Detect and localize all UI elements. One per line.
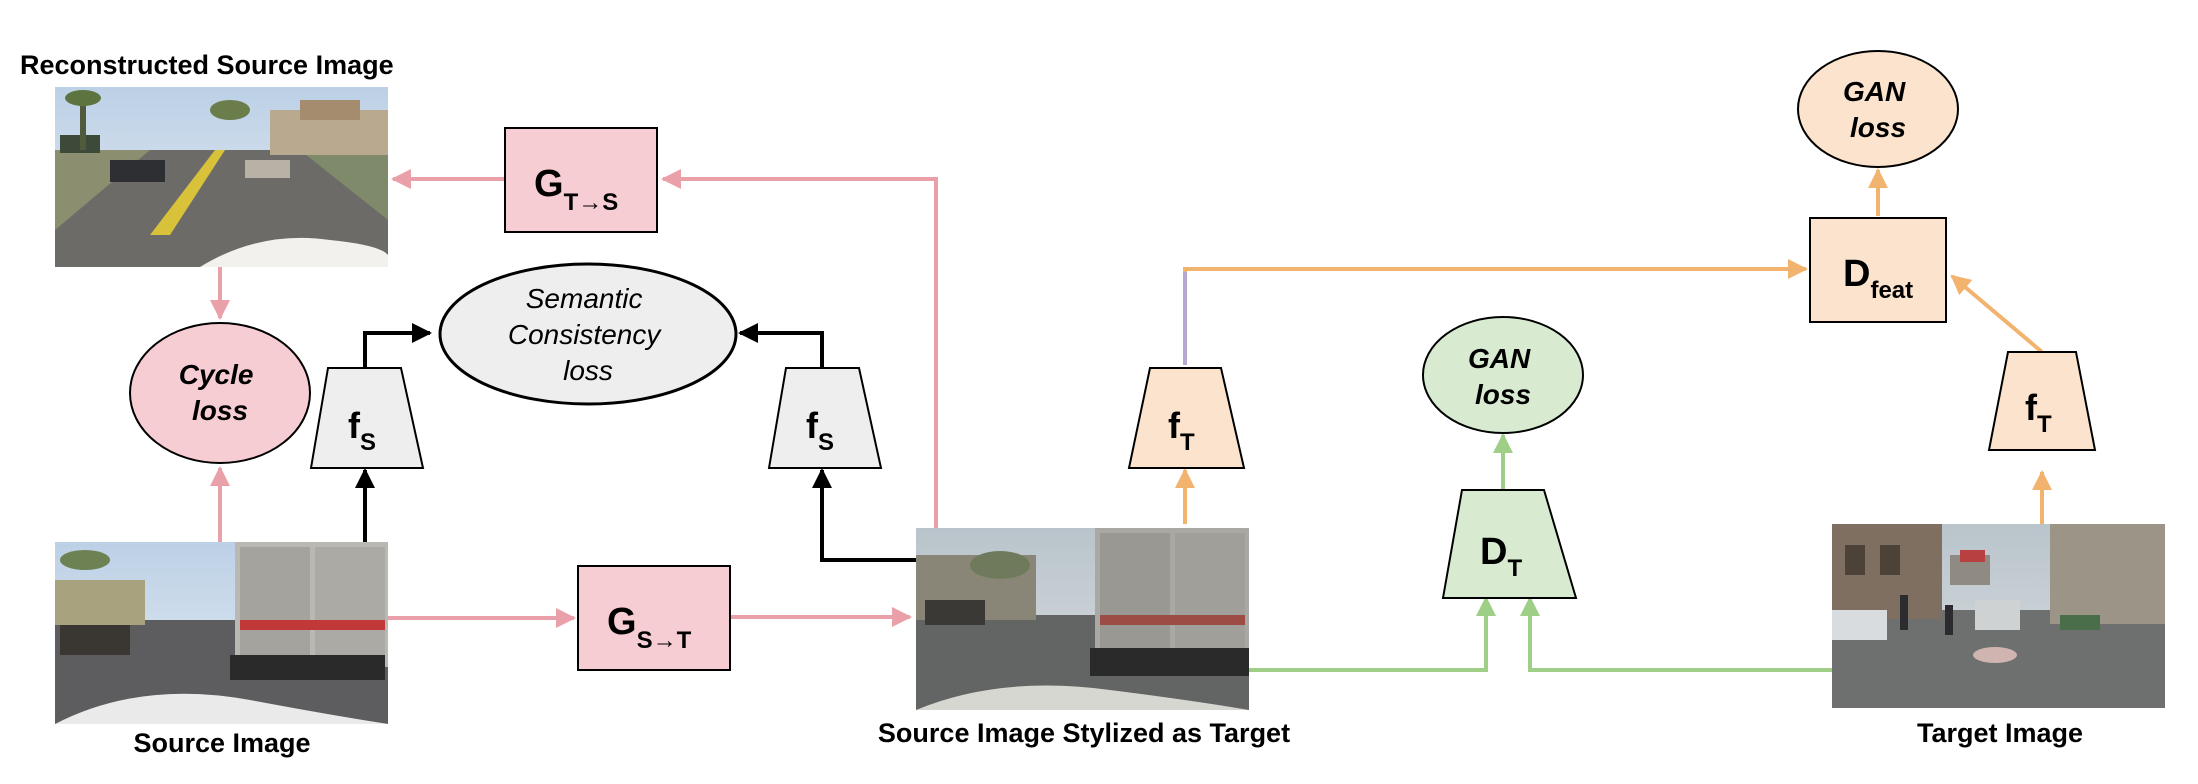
svg-text:GS→T: GS→T (607, 601, 692, 654)
ft-right-main: f (2025, 387, 2038, 428)
svg-text:GAN loss: GAN loss (1843, 76, 1913, 143)
ft-mid-main: f (1168, 405, 1181, 446)
ft-mid-sub: T (1180, 429, 1195, 456)
gan-feat-line1: GAN (1843, 76, 1906, 107)
caption-source: Source Image (133, 728, 310, 758)
svg-text:GT→S: GT→S (534, 163, 618, 216)
arrow-stylized-to-gts (661, 169, 938, 528)
g-ts-sub: T→S (564, 189, 619, 216)
caption-target: Target Image (1917, 718, 2083, 748)
caption-stylized: Source Image Stylized as Target (878, 718, 1290, 748)
semantic-line1: Semantic (526, 283, 643, 314)
d-feat-sub: feat (1870, 277, 1913, 304)
fs-right-main: f (806, 405, 819, 446)
semantic-line2: Consistency (508, 319, 663, 350)
encoder-f-t-right: fT (1987, 351, 2097, 451)
discriminator-d-feat: Dfeat (1809, 217, 1947, 323)
source-image (55, 542, 388, 724)
reconstructed-source-image (55, 87, 388, 267)
gan-pixel-line1: GAN (1468, 343, 1531, 374)
svg-text:fS: fS (806, 405, 834, 456)
cycle-loss-line1: Cycle (179, 359, 254, 390)
ft-right-sub: T (2037, 411, 2052, 438)
svg-text:fT: fT (2025, 387, 2052, 438)
semantic-line3: loss (563, 355, 613, 386)
d-t-sub: T (1507, 555, 1522, 582)
svg-text:Semantic Consistency: Semantic Consistency loss (508, 283, 668, 386)
generator-g-t-to-s: GT→S (504, 127, 658, 233)
svg-text:GAN loss: GAN loss (1468, 343, 1538, 410)
svg-text:DT: DT (1480, 531, 1522, 582)
caption-reconstructed: Reconstructed Source Image (20, 50, 394, 80)
fs-right-sub: S (818, 429, 834, 456)
gan-feat-line2: loss (1850, 112, 1906, 143)
fs-left-main: f (348, 405, 361, 446)
arrow-ft2-to-dfeat (1950, 274, 2044, 354)
arrow-target-to-dt (1520, 596, 1832, 672)
arrow-fs-to-semantic (363, 323, 432, 370)
generator-g-s-to-t: GS→T (577, 565, 731, 671)
arrow-stylized-to-fs (812, 468, 916, 562)
arrow-fs2-to-semantic (738, 323, 824, 370)
discriminator-d-t: DT (1441, 489, 1578, 599)
encoder-f-s-right: fS (767, 367, 883, 469)
svg-text:Dfeat: Dfeat (1843, 253, 1913, 304)
arrow-stylized-to-dt (1249, 596, 1496, 672)
d-t-main: D (1480, 531, 1507, 573)
encoder-f-s-left: fS (309, 367, 425, 469)
gan-pixel-line2: loss (1475, 379, 1531, 410)
stylized-image (916, 528, 1249, 710)
svg-text:fT: fT (1168, 405, 1195, 456)
gan-loss-pixel: GAN loss (1422, 316, 1584, 434)
fs-left-sub: S (360, 429, 376, 456)
svg-text:fS: fS (348, 405, 376, 456)
g-st-main: G (607, 601, 637, 643)
gan-loss-feat: GAN loss (1797, 50, 1959, 168)
cycle-loss-line2: loss (192, 395, 248, 426)
semantic-consistency-loss: Semantic Consistency loss (438, 262, 738, 406)
target-image (1832, 524, 2165, 708)
cycle-loss: Cycle loss (129, 322, 311, 464)
encoder-f-t-mid: fT (1127, 367, 1246, 469)
g-st-sub: S→T (637, 627, 692, 654)
svg-text:Cycle loss: Cycle loss (179, 359, 262, 426)
d-feat-main: D (1843, 253, 1870, 295)
g-ts-main: G (534, 163, 564, 205)
